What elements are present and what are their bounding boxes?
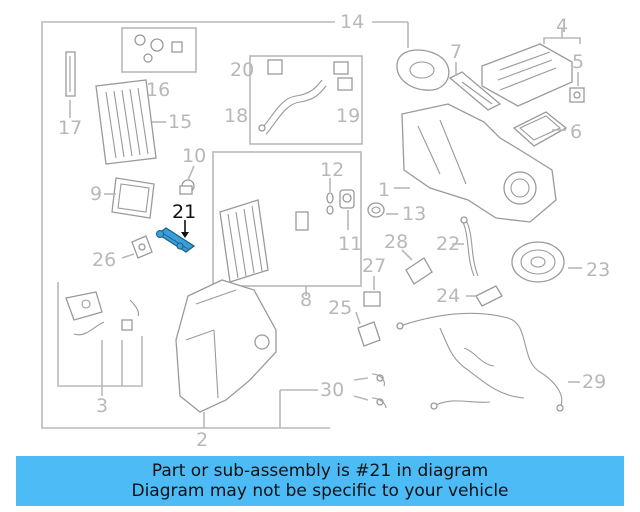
- parts-diagram: 1 2 3 4 5 6 7 8 9 10 11 12 13 14 15 16 1…: [41, 11, 610, 451]
- callout-15: 15: [168, 111, 192, 133]
- callout-24: 24: [436, 285, 460, 307]
- callout-25: 25: [328, 297, 352, 319]
- callout-28: 28: [384, 231, 408, 253]
- part-27: [363, 291, 381, 307]
- part-19: [333, 61, 353, 91]
- part-23: [511, 241, 565, 283]
- part-26: [131, 235, 153, 259]
- part-7: [448, 71, 502, 111]
- callout-20: 20: [230, 59, 254, 81]
- callout-8: 8: [300, 289, 312, 311]
- part-11: [339, 189, 355, 209]
- callout-4: 4: [556, 15, 568, 37]
- callout-21: 21: [172, 201, 196, 223]
- part-9: [111, 177, 155, 219]
- part-29: [396, 312, 564, 412]
- callout-9: 9: [90, 183, 102, 205]
- callout-13: 13: [402, 203, 426, 225]
- part-21-highlighted: [156, 227, 196, 253]
- callout-11: 11: [338, 233, 362, 255]
- part-12: [326, 192, 334, 215]
- part-3: [65, 291, 140, 336]
- banner-line-part: Part or sub-assembly is #21 in diagram: [151, 461, 489, 481]
- part-2: [175, 279, 277, 413]
- callout-18: 18: [224, 105, 248, 127]
- callout-22: 22: [436, 233, 460, 255]
- arrow-21: [181, 232, 189, 238]
- part-1: [401, 103, 557, 223]
- part-8: [219, 199, 309, 283]
- part-6: [512, 111, 568, 147]
- part-20: [267, 59, 283, 75]
- part-16: [134, 34, 183, 63]
- banner-line-disclaimer: Diagram may not be specific to your vehi…: [131, 481, 509, 501]
- part-25: [357, 321, 381, 347]
- part-17: [65, 51, 76, 97]
- callout-6: 6: [570, 121, 582, 143]
- part-14: [396, 49, 450, 91]
- part-10: [179, 179, 195, 195]
- info-banner: Part or sub-assembly is #21 in diagram D…: [16, 456, 624, 506]
- callout-1: 1: [378, 179, 390, 201]
- part-30: [371, 373, 387, 409]
- callout-29: 29: [582, 371, 606, 393]
- part-15: [95, 79, 157, 165]
- part-13: [367, 202, 385, 218]
- callout-26: 26: [92, 249, 116, 271]
- callout-17: 17: [58, 117, 82, 139]
- callout-27: 27: [362, 255, 386, 277]
- part-22: [460, 216, 479, 277]
- part-8-box: [212, 151, 362, 287]
- callout-16: 16: [146, 79, 170, 101]
- callout-5: 5: [572, 51, 584, 73]
- part-18-19-box: [249, 55, 363, 145]
- part-16-box: [121, 27, 197, 73]
- callout-14: 14: [340, 11, 364, 33]
- callout-3: 3: [96, 395, 108, 417]
- callout-30: 30: [320, 379, 344, 401]
- callout-12: 12: [320, 159, 344, 181]
- callout-10: 10: [182, 145, 206, 167]
- part-24: [475, 285, 503, 307]
- part-5: [569, 87, 585, 103]
- callout-23: 23: [586, 259, 610, 281]
- part-18: [258, 79, 327, 135]
- part-4: [481, 43, 573, 107]
- outer-frame: [41, 21, 335, 429]
- part-28: [405, 257, 433, 285]
- callout-7: 7: [450, 41, 462, 63]
- callout-2: 2: [196, 429, 208, 451]
- callout-19: 19: [336, 105, 360, 127]
